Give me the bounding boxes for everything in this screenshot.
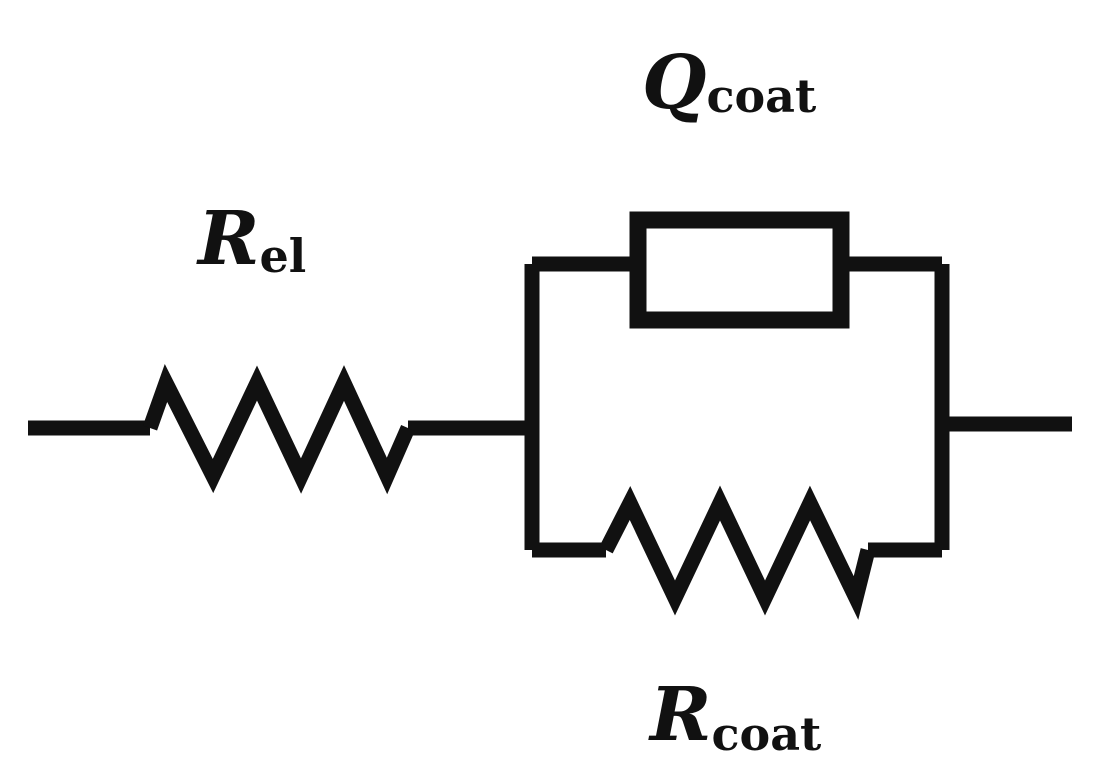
r-el-subscript: el [260,229,307,283]
r-coat-label: Rcoat [648,672,822,761]
q-coat-symbol: Q [642,40,706,126]
r-el-label: Rel [196,196,306,283]
q-coat-label: Qcoat [642,40,817,126]
r-el-symbol: R [196,196,260,282]
r-coat-subscript: coat [712,707,822,761]
r-coat-resistor-symbol [599,485,876,620]
r-el-resistor-symbol [142,363,415,495]
r-coat-symbol: R [648,672,712,758]
q-coat-subscript: coat [706,69,816,123]
q-coat-cpe-symbol [629,211,850,329]
